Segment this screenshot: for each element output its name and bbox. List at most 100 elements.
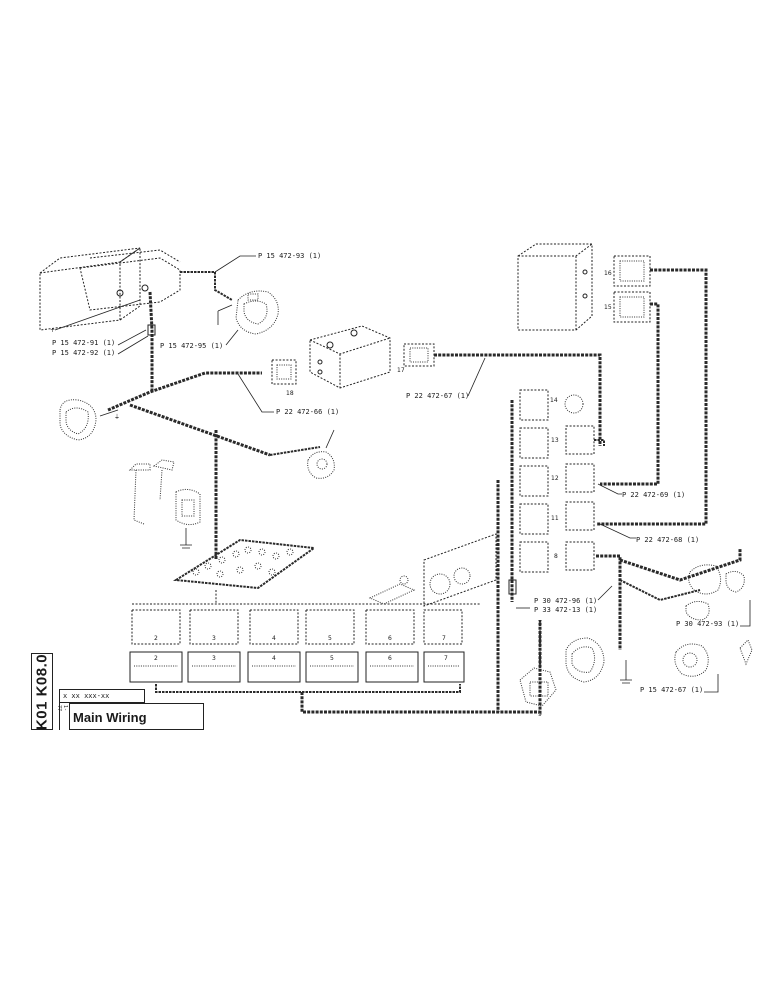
- leader-p30-472-93: [740, 600, 751, 627]
- ref-12: 12: [551, 475, 559, 482]
- ref-13: 13: [551, 437, 559, 444]
- relay-rack-column-b: [564, 394, 595, 571]
- panel-outline: [172, 538, 317, 590]
- label-p22-472-69: P 22 472-69 (1): [622, 491, 685, 499]
- reference-box: x xx xxx-xx: [59, 689, 145, 703]
- ref-17: 17: [397, 367, 405, 374]
- module-upper-5: 5: [328, 635, 332, 642]
- leader-p22-472-69: [597, 483, 622, 495]
- leader-p22-472-68: [599, 523, 636, 539]
- relay-15: [613, 291, 651, 323]
- document-code-box: K01 K08.0: [31, 653, 53, 730]
- battery-box-left: [39, 247, 141, 331]
- lamp-right: [307, 451, 335, 479]
- harness-horn-branch: [269, 446, 321, 456]
- ref-14: 14: [550, 397, 558, 404]
- harness-bottom-return: [300, 620, 542, 714]
- leader-p15-472-95: [225, 329, 239, 346]
- horn-ground-symbol: [180, 544, 192, 549]
- headlamp-lower: [565, 637, 605, 683]
- leader-p15-472-93: [214, 255, 256, 273]
- module-lower-4: 4: [272, 655, 276, 662]
- relay-16: [613, 255, 651, 287]
- harness-lower-right-3: [619, 579, 701, 602]
- diagram-title: Main Wiring: [73, 710, 147, 725]
- module-strip-upper: [131, 609, 463, 645]
- ground-mark: +: [50, 327, 55, 334]
- document-code: K01 K08.0: [33, 653, 51, 730]
- harness-relay16: [596, 268, 708, 526]
- module-strip-lower: [129, 651, 465, 683]
- work-lamp-right: [685, 564, 745, 621]
- title-box: Main Wiring: [69, 703, 204, 730]
- module-upper-2: 2: [154, 635, 158, 642]
- panel-components: [192, 546, 294, 578]
- harness-rack-link: [594, 439, 605, 446]
- harness-relay15: [600, 302, 660, 486]
- leader-p15-472-67: [704, 674, 719, 693]
- module-lower-7: 7: [444, 655, 448, 662]
- label-p30-472-93: P 30 472-93 (1): [676, 620, 739, 628]
- module-upper-4: 4: [272, 635, 276, 642]
- battery-box-right: [79, 249, 181, 311]
- ref-16: 16: [604, 270, 612, 277]
- lamp-right-lead: [325, 429, 335, 449]
- relay-17: [403, 343, 435, 367]
- control-box-center: [309, 325, 391, 389]
- label-p15-472-95: P 15 472-95 (1): [160, 342, 223, 350]
- switch-lower: [519, 667, 557, 707]
- dashboard-gauge-panel: [423, 533, 497, 607]
- label-p15-472-67: P 15 472-67 (1): [640, 686, 703, 694]
- leader-p22-472-67: [467, 357, 486, 397]
- connector-battery: [147, 324, 156, 336]
- lamp-lead: [99, 409, 119, 417]
- label-p22-472-66: P 22 472-66 (1): [276, 408, 339, 416]
- revision-number: 1-77: [56, 705, 68, 712]
- label-p22-472-67: P 22 472-67 (1): [406, 392, 469, 400]
- ref-11: 11: [551, 515, 559, 522]
- harness-battery-main: [148, 291, 154, 392]
- label-p15-472-93: P 15 472-93 (1): [258, 252, 321, 260]
- revision-box: 1-77: [56, 703, 69, 730]
- module-lower-5: 5: [330, 655, 334, 662]
- headlamp-left: [59, 399, 97, 441]
- harness-module-bus: [155, 684, 461, 693]
- leader-p15-472-91: [117, 329, 147, 346]
- leader-p30-472-96: [597, 585, 613, 601]
- battery-cable-lead: [54, 299, 141, 331]
- leader-p22-472-66: [237, 373, 274, 413]
- module-upper-6: 6: [388, 635, 392, 642]
- ref-8: 8: [554, 553, 558, 560]
- tail-lamp-right: [674, 639, 753, 677]
- harness-main-upper: [107, 371, 262, 412]
- harness-main-diagonal: [129, 403, 271, 457]
- module-upper-7: 7: [442, 635, 446, 642]
- label-p33-472-13: P 33 472-13 (1): [534, 606, 597, 614]
- horn-assembly: [128, 459, 201, 526]
- module-upper-3: 3: [212, 635, 216, 642]
- ref-18: 18: [286, 390, 294, 397]
- ground-lower-right: [620, 660, 632, 684]
- harness-battery-starter: [180, 271, 233, 301]
- ref-15: 15: [604, 304, 612, 311]
- label-p15-472-91: P 15 472-91 (1): [52, 339, 115, 347]
- switch-cluster: [368, 575, 416, 605]
- starter-motor: [235, 290, 279, 335]
- relay-rack-column-a: [519, 389, 549, 573]
- label-p30-472-96: P 30 472-96 (1): [534, 597, 597, 605]
- ground-mark-lamp: ⏚: [114, 414, 120, 421]
- starter-lead: [217, 304, 233, 312]
- relay-box-top-right: [517, 243, 593, 331]
- connector-rack: [508, 579, 517, 595]
- leader-p15-472-92: [117, 335, 149, 355]
- module-lower-6: 6: [388, 655, 392, 662]
- harness-relay17: [434, 353, 602, 446]
- label-p22-472-68: P 22 472-68 (1): [636, 536, 699, 544]
- harness-lower-right-2: [619, 548, 742, 582]
- module-lower-3: 3: [212, 655, 216, 662]
- label-p15-472-92: P 15 472-92 (1): [52, 349, 115, 357]
- module-lower-2: 2: [154, 655, 158, 662]
- harness-lower-right-1: [596, 554, 622, 650]
- reference-number: x xx xxx-xx: [63, 692, 110, 700]
